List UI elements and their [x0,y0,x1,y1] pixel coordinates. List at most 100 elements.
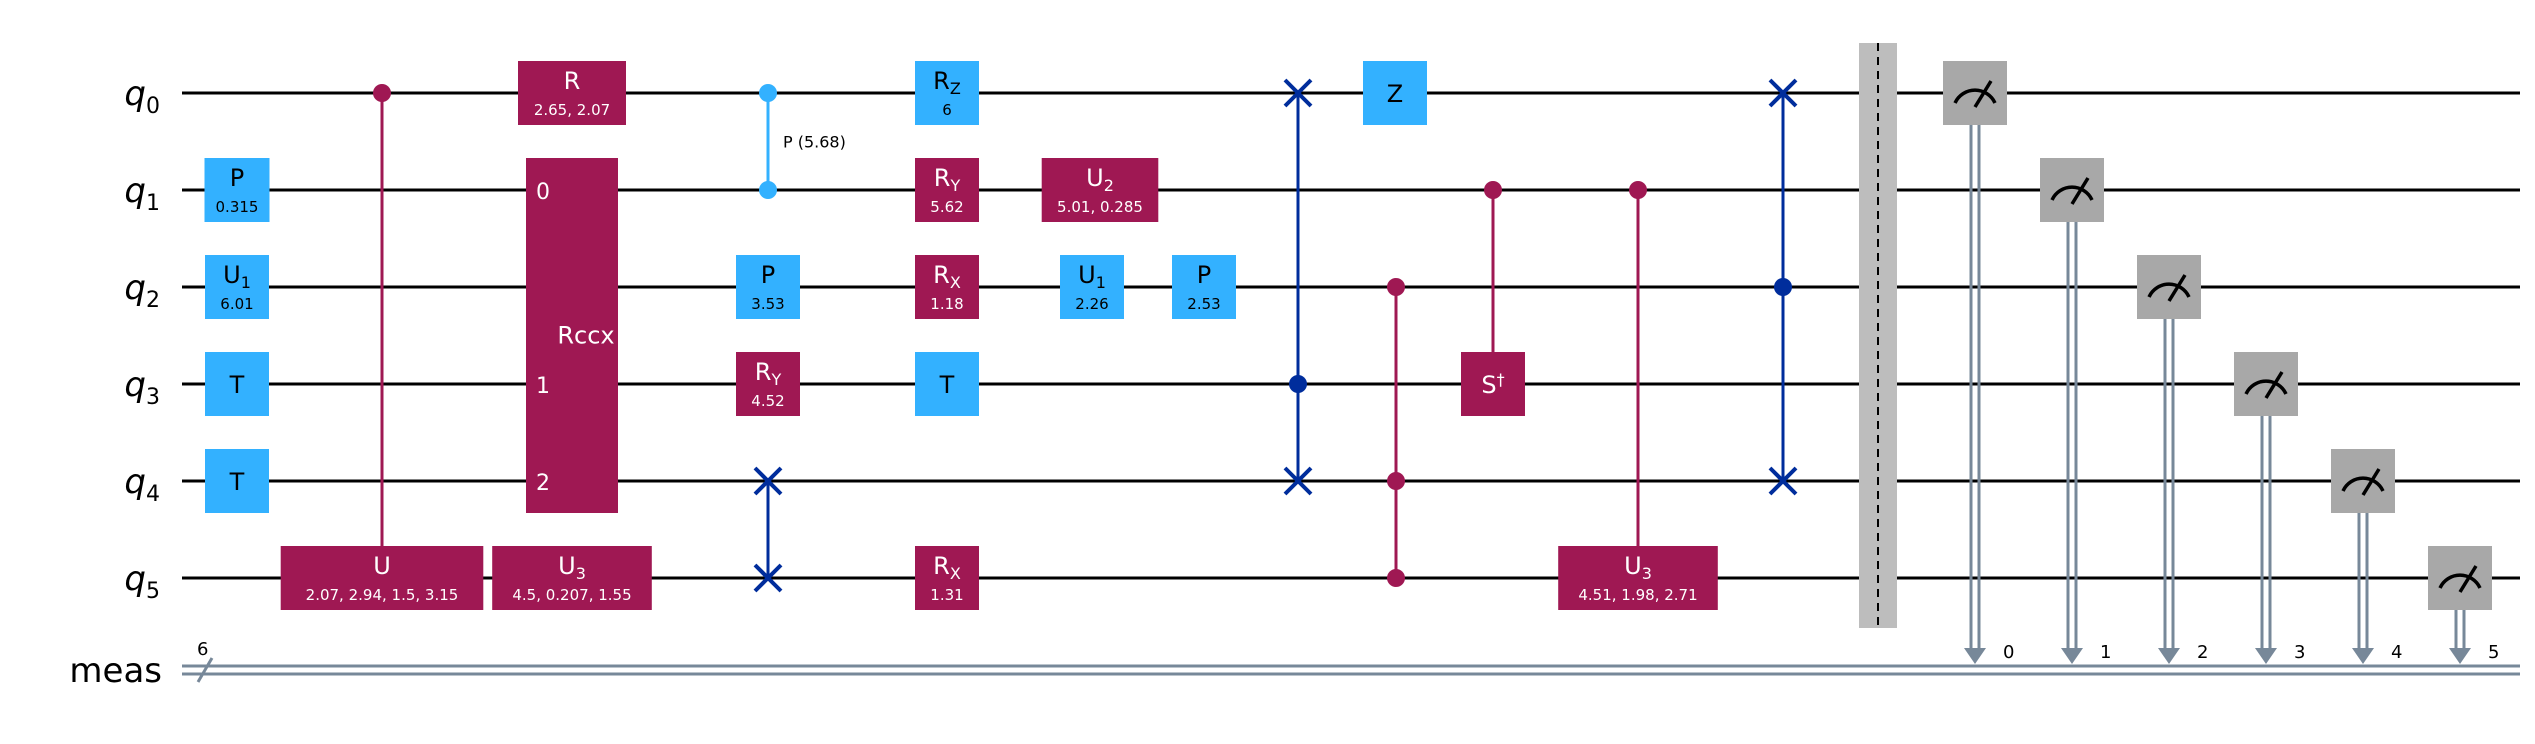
gate-box [736,352,800,416]
measure-meter-icon [2050,185,2094,201]
measure-arrow [2449,648,2471,664]
gate-box [915,352,979,416]
control-dot [759,181,777,199]
gate-params: 6.01 [220,295,253,313]
measure-box [1943,61,2007,125]
gate-t-q3b: T [915,352,979,416]
measure-needle [1973,80,1993,108]
measure-box [2234,352,2298,416]
gate-box [915,546,979,610]
gate-box [1461,352,1525,416]
qubit-label-q2: q2 [124,268,160,313]
qubit-label-q4: q4 [124,462,160,507]
gate-box [1558,546,1718,610]
swap-cross [753,466,783,496]
measure-bit-label: 3 [2294,642,2305,663]
gate-label: U3 [1624,552,1652,583]
measure-bit-label: 2 [2197,642,2208,663]
control-dot [1387,472,1405,490]
measure-bit-label: 0 [2003,642,2014,663]
control-dot [373,84,391,102]
measure-box [2040,158,2104,222]
control-dot [1629,181,1647,199]
measure-needle [2167,274,2187,302]
qubit-label-q5: q5 [124,559,160,604]
gate-params: 2.26 [1075,295,1108,313]
measure-meter-icon [2147,282,2191,298]
gate-label: RY [934,164,961,195]
gate-rx-q5: RX1.31 [915,546,979,610]
measure-arrow [2158,648,2180,664]
gate-label: Z [1387,80,1403,108]
measure-arrow [2061,648,2083,664]
measure-box [2331,449,2395,513]
measure-needle [2070,177,2090,205]
gate-params: 2.07, 2.94, 1.5, 3.15 [306,586,459,604]
gate-csdg-q1-q3 [1484,181,1502,199]
measure-meter-icon [2244,379,2288,395]
gate-params: 4.52 [751,392,784,410]
gate-r-q0: R2.65, 2.07 [518,61,626,125]
gate-u3-q5: U34.5, 0.207, 1.55 [492,546,652,610]
measure-needle [2264,371,2284,399]
gate-cp-q0-q1: P (5.68) [759,84,846,199]
swap-cross [1283,466,1313,496]
gate-params: 1.18 [930,295,963,313]
measure-box [2428,546,2492,610]
measure-q0: 0 [1943,61,2014,664]
gate-box [1060,255,1124,319]
measure-arrow [2352,648,2374,664]
gate-u2-q1: U2 5.01, 0.285 [1041,158,1159,222]
qubit-label-q3: q3 [124,365,160,410]
qubit-label-q0: q0 [124,74,160,119]
classical-register-label: meas [69,651,162,691]
gate-csdg-q1-q3: S† [1461,352,1525,416]
gate-cswap-q3-q0-q4 [1283,78,1313,496]
measure-meter-icon [2438,573,2482,589]
swap-cross [1283,78,1313,108]
gate-params: 2.53 [1187,295,1220,313]
measure-q2: 2 [2137,255,2208,664]
gate-box [915,158,979,222]
swap-cross [1768,78,1798,108]
measure-bit-label: 5 [2488,642,2499,663]
gate-label: U [373,552,391,580]
control-dot [1387,278,1405,296]
gate-params: 5.01, 0.285 [1057,198,1143,216]
qubit-label-q1: q1 [124,171,160,216]
gate-box [915,255,979,319]
gate-rz-q0: RZ6 [915,61,979,125]
gate-p-q2: P3.53 [736,255,800,319]
control-dot [1289,375,1307,393]
gate-params: 6 [942,101,952,119]
control-dot [1387,569,1405,587]
gate-swap-q4-q5 [753,466,783,593]
gate-label: RX [933,552,961,583]
gate-box [205,352,269,416]
classical-bundle-slash [196,657,214,683]
gate-box [1172,255,1236,319]
gate-label: U3 [558,552,586,583]
gate-u1-q2: U16.01 [205,255,269,319]
gate-pin-label: 2 [536,471,550,496]
gate-t-q4: T [205,449,269,513]
gate-label: U2 [1086,164,1114,195]
gate-box [526,158,618,513]
gate-label: Rccx [557,322,614,350]
control-dot [1774,278,1792,296]
gate-box [1041,158,1159,222]
gate-box [205,255,269,319]
gate-cu3-q1-q5 [1629,181,1647,199]
barrier [1859,43,1897,628]
gate-box [205,449,269,513]
gate-z-q0: Z [1363,61,1427,125]
gate-ry-q1: RY5.62 [915,158,979,222]
gate-box [492,546,652,610]
gate-params: 2.65, 2.07 [534,101,610,119]
gate-label: RX [933,261,961,292]
gate-ccz-q2-q4-q5 [1387,278,1405,587]
control-dot [759,84,777,102]
gate-box [204,158,270,222]
